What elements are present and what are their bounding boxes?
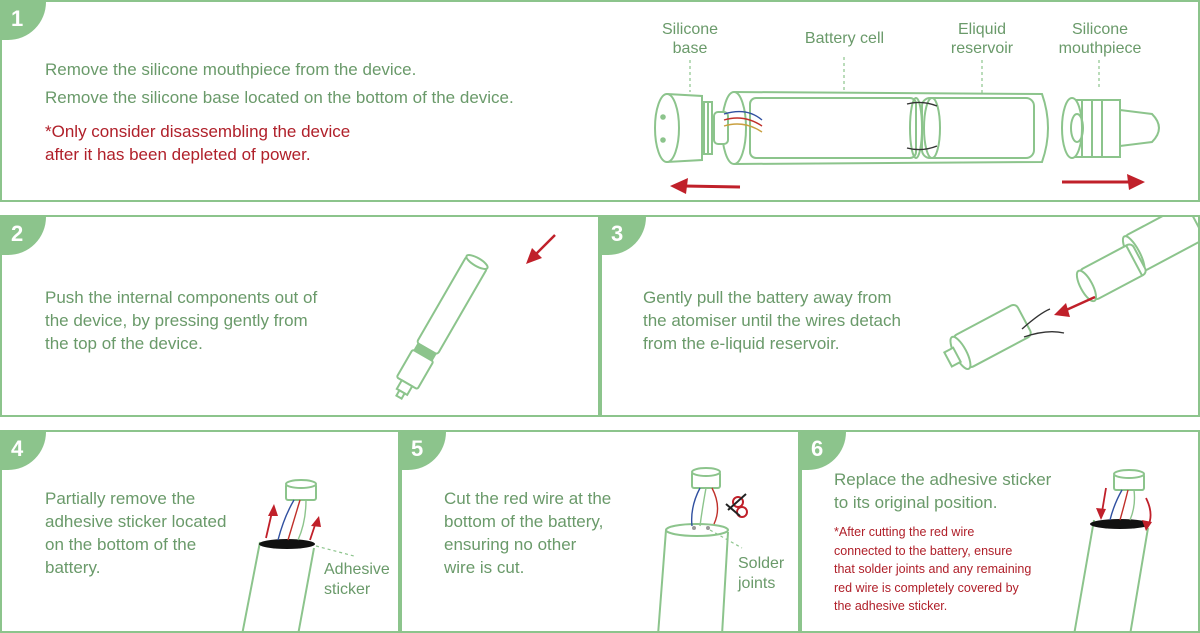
step-4-instruction-3: on the bottom of the [45, 535, 197, 554]
step-3-panel: 3 Gently pull the battery away from the … [600, 215, 1200, 417]
step-6-note-2: connected to the battery, ensure [834, 544, 1013, 558]
label-silicone-mouthpiece: Silicone mouthpiece [1058, 21, 1142, 57]
step-3-instruction-1: Gently pull the battery away from [643, 288, 892, 307]
step-6-replace-sticker-illustration [1073, 469, 1152, 631]
label-silicone-base: Silicone base [661, 21, 719, 57]
step-1-number: 1 [2, 2, 46, 40]
step-6-number: 6 [802, 432, 846, 470]
step-6-instruction-1: Replace the adhesive sticker [834, 470, 1052, 489]
label-eliquid-reservoir: Eliquid reservoir [950, 21, 1014, 57]
label-battery-cell: Battery cell [804, 30, 885, 47]
step-1-exploded-device-illustration [654, 57, 1160, 194]
step-2-panel: 2 Push the internal components out of th… [0, 215, 600, 417]
step-3-instruction-3: from the e-liquid reservoir. [643, 334, 840, 353]
step-1-instruction-1: Remove the silicone mouthpiece from the … [45, 60, 417, 79]
step-2-push-illustration [395, 234, 556, 400]
step-5-instruction-2: bottom of the battery, [444, 512, 604, 531]
step-4-instruction-1: Partially remove the [45, 489, 196, 508]
step-1-instruction-2: Remove the silicone base located on the … [45, 88, 514, 107]
step-3-separate-illustration [942, 217, 1198, 371]
step-4-instruction-4: battery. [45, 558, 101, 577]
step-1-panel: 1 Remove the silicone mouthpiece from th… [0, 0, 1200, 202]
step-6-note-3: that solder joints and any remaining [834, 562, 1032, 576]
step-4-sticker-illustration [241, 479, 355, 631]
step-5-panel: 5 Cut the red wire at the bottom of the … [400, 430, 800, 633]
step-4-panel: 4 Partially remove the adhesive sticker … [0, 430, 400, 633]
step-5-instruction-3: ensuring no other [444, 535, 577, 554]
label-solder-joints: Solder joints [738, 555, 785, 592]
label-adhesive-sticker: Adhesive sticker [324, 561, 390, 598]
step-5-instruction-1: Cut the red wire at the [444, 489, 612, 508]
step-2-instruction-3: the top of the device. [45, 334, 203, 353]
step-4-instruction-2: adhesive sticker located [45, 512, 227, 531]
step-5-instruction-4: wire is cut. [444, 558, 525, 577]
step-2-instruction-2: the device, by pressing gently from [45, 311, 308, 330]
scissors-icon [725, 493, 748, 518]
step-3-instruction-2: the atomiser until the wires detach [643, 311, 901, 330]
step-6-panel: 6 Replace the adhesive sticker to its or… [800, 430, 1200, 633]
step-6-note-1: *After cutting the red wire [834, 525, 975, 539]
step-1-warning-2: after it has been depleted of power. [45, 145, 311, 164]
step-1-warning-1: *Only consider disassembling the device [45, 122, 351, 141]
step-6-note-5: the adhesive sticker. [834, 599, 948, 613]
step-2-instruction-1: Push the internal components out of [45, 288, 318, 307]
step-6-instruction-2: to its original position. [834, 493, 998, 512]
step-5-cut-wire-illustration [657, 467, 748, 631]
step-6-note-4: red wire is completely covered by [834, 581, 1019, 595]
